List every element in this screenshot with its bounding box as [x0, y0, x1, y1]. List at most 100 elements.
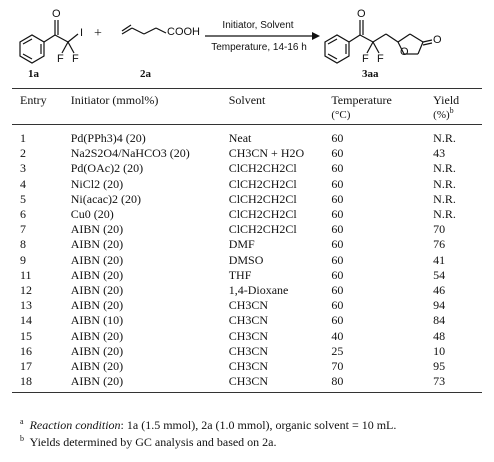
temperature-cell: 60	[331, 282, 344, 297]
yield-cell: 41	[433, 252, 446, 267]
temperature-cell: 60	[331, 222, 344, 237]
scheme-drawing	[19, 20, 433, 64]
header-yield-unit: (%)	[433, 109, 450, 121]
initiator-cell: AIBN (10)	[70, 313, 124, 328]
initiator-cell: Pd(PPh3)4 (20)	[70, 131, 146, 146]
iodine-atom: I	[80, 27, 84, 39]
entry-cell: 5	[20, 191, 26, 206]
header-yield-footnote-mark: b	[449, 106, 454, 115]
yield-cell: N.R.	[433, 207, 456, 222]
solvent-cell: CH3CN	[228, 343, 269, 358]
solvent-cell: ClCH2CH2Cl	[228, 207, 297, 222]
yield-cell: N.R.	[433, 131, 456, 146]
entry-cell: 1	[20, 131, 26, 146]
initiator-cell: AIBN (20)	[70, 328, 124, 343]
carboxylic-acid-group: COOH	[167, 26, 200, 38]
compound-label-3aa: 3aa	[362, 68, 379, 80]
initiator-cell: AIBN (20)	[70, 252, 124, 267]
footnote-b: b Yields determined by GC analysis and b…	[20, 434, 490, 451]
reaction-scheme: O I F F + COOH Initiator, Solvent Temper…	[0, 0, 494, 84]
header-temperature-label: Temperature	[331, 93, 392, 107]
yield-cell: N.R.	[433, 161, 456, 176]
entry-cell: 17	[20, 358, 32, 373]
footnote-b-text: Yields determined by GC analysis and bas…	[29, 435, 277, 449]
initiator-cell: NiCl2 (20)	[70, 176, 124, 191]
benzene-ring-3aa	[324, 34, 350, 64]
initiator-cell: AIBN (20)	[70, 298, 124, 313]
yield-cell: 10	[433, 343, 446, 358]
header-temperature-unit: (°C)	[331, 109, 351, 121]
footnote-a-text: : 1a (1.5 mmol), 2a (1.0 mmol), organic …	[120, 418, 397, 432]
temperature-cell: 60	[331, 161, 344, 176]
table-row: 6 Cu0 (20) ClCH2CH2Cl 60 N.R.	[12, 207, 482, 222]
temperature-cell: 60	[331, 252, 344, 267]
header-entry: Entry	[12, 88, 71, 125]
entry-cell: 6	[20, 207, 26, 222]
temperature-cell: 80	[331, 374, 434, 394]
yield-cell: N.R.	[433, 191, 456, 206]
ring-oxygen-atom: O	[400, 46, 409, 58]
temperature-cell: 60	[331, 237, 344, 252]
solvent-cell: ClCH2CH2Cl	[228, 176, 297, 191]
temperature-cell: 60	[331, 267, 344, 282]
header-temperature: Temperature (°C)	[331, 88, 434, 125]
temperature-cell: 60	[331, 298, 344, 313]
entry-cell: 4	[20, 176, 26, 191]
oxygen-atom-3aa: O	[357, 8, 366, 20]
reagent-conditions-top: Initiator, Solvent	[222, 20, 294, 31]
fluorine-atom-3aa-a: F	[362, 53, 369, 65]
temperature-cell: 60	[331, 131, 344, 146]
fluorine-atom-1a-a: F	[57, 53, 64, 65]
yield-cell: 70	[433, 222, 446, 237]
entry-cell: 11	[20, 267, 32, 282]
compound-label-1a: 1a	[28, 68, 39, 80]
solvent-cell: ClCH2CH2Cl	[228, 191, 297, 206]
temperature-cell: 40	[331, 328, 344, 343]
fluorine-atom-3aa-b: F	[377, 53, 384, 65]
entry-cell: 18	[12, 374, 71, 394]
fluorine-atom-1a-b: F	[72, 53, 79, 65]
yield-cell: 84	[433, 313, 446, 328]
solvent-cell: CH3CN	[228, 358, 269, 373]
initiator-cell: AIBN (20)	[70, 237, 124, 252]
initiator-cell: AIBN (20)	[70, 282, 124, 297]
table-header-row: Entry Initiator (mmol%) Solvent Temperat…	[12, 88, 482, 125]
yield-cell: 73	[433, 374, 482, 394]
entry-cell: 7	[20, 222, 26, 237]
initiator-cell: Cu0 (20)	[70, 207, 114, 222]
solvent-cell: CH3CN	[228, 328, 269, 343]
compound-label-2a: 2a	[140, 68, 151, 80]
solvent-cell: DMSO	[228, 252, 264, 267]
footnote-a: a Reaction condition: 1a (1.5 mmol), 2a …	[20, 417, 490, 434]
footnotes: a Reaction condition: 1a (1.5 mmol), 2a …	[20, 417, 490, 451]
initiator-cell: AIBN (20)	[70, 267, 124, 282]
initiator-cell: AIBN (20)	[70, 343, 124, 358]
entry-cell: 3	[20, 161, 26, 176]
header-initiator: Initiator (mmol%)	[70, 88, 229, 125]
solvent-cell: CH3CN	[228, 298, 269, 313]
entry-cell: 16	[20, 343, 32, 358]
temperature-cell: 60	[331, 176, 344, 191]
solvent-cell: CH3CN	[228, 374, 332, 394]
solvent-cell: ClCH2CH2Cl	[228, 222, 297, 237]
yield-cell: N.R.	[433, 176, 456, 191]
initiator-cell: Ni(acac)2 (20)	[70, 191, 142, 206]
temperature-cell: 60	[331, 207, 344, 222]
yield-cell: 54	[433, 267, 446, 282]
reagent-conditions-bottom: Temperature, 14-16 h	[211, 42, 307, 53]
initiator-cell: AIBN (20)	[70, 374, 229, 394]
yield-cell: 95	[433, 358, 446, 373]
